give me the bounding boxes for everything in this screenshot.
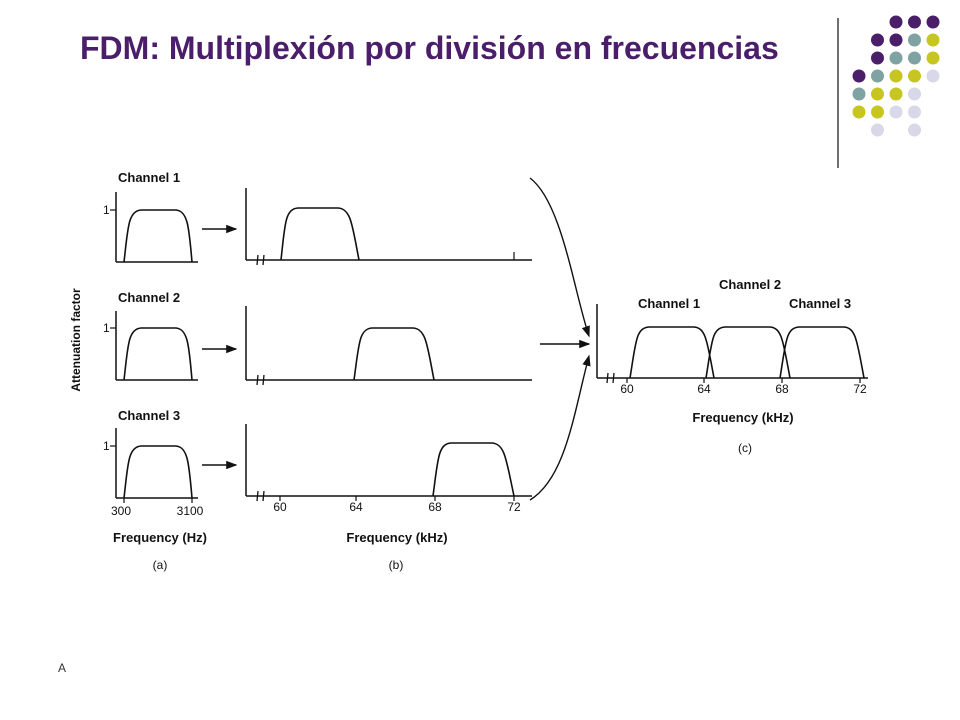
decorative-dot xyxy=(908,15,921,29)
panel-b-xlabel: Frequency (kHz) xyxy=(346,530,447,545)
panel-b-row-1 xyxy=(245,188,532,266)
panel-b-row1-band xyxy=(280,207,360,261)
decorative-dot xyxy=(908,33,921,47)
panel-a-channel-1: Channel 1 1 xyxy=(103,170,198,263)
panel-c-tick-72: 72 xyxy=(853,382,867,396)
panel-b-row-3: 60 64 68 72 xyxy=(245,424,532,514)
panel-c-caption: (c) xyxy=(738,441,752,455)
panel-a-row2-band xyxy=(123,327,193,381)
decorative-dot xyxy=(871,105,884,119)
panel-a-channel-2-label: Channel 2 xyxy=(118,290,180,305)
panel-b-row2-band xyxy=(353,327,435,381)
decorative-dot xyxy=(926,69,940,83)
panel-c: Channel 2 Channel 1 Channel 3 60 64 68 7… xyxy=(596,277,868,455)
decorative-dot xyxy=(889,69,903,83)
panel-b-row3-band xyxy=(432,442,515,497)
panel-c-tick-60: 60 xyxy=(620,382,634,396)
decorative-dot xyxy=(852,69,866,83)
panel-c-tick-68: 68 xyxy=(775,382,789,396)
panel-b-row1-axis-break xyxy=(256,254,265,266)
decorative-dot xyxy=(889,33,903,47)
decorative-dot xyxy=(871,69,884,83)
panel-a-xlabel: Frequency (Hz) xyxy=(113,530,207,545)
decorative-dot xyxy=(889,51,903,65)
decorative-dot xyxy=(889,105,903,119)
panel-a-tick-300: 300 xyxy=(111,504,131,518)
panel-a: Channel 1 1 Channel 2 1 Channel 3 1 xyxy=(103,170,207,572)
y-axis-label: Attenuation factor xyxy=(69,288,83,392)
panel-a-channel-2: Channel 2 1 xyxy=(103,290,198,381)
panel-b-row-2 xyxy=(245,306,532,386)
combine-arrow-top xyxy=(529,177,590,338)
panel-a-row2-tick-label: 1 xyxy=(103,321,110,335)
panel-c-axis-break xyxy=(606,372,615,384)
panel-c-channel-2-label: Channel 2 xyxy=(719,277,781,292)
decorative-dot xyxy=(908,105,921,119)
slide-title: FDM: Multiplexión por división en frecue… xyxy=(80,30,779,66)
decorative-dot xyxy=(908,87,921,101)
decorative-dot xyxy=(871,123,884,137)
panel-b-caption: (b) xyxy=(389,558,404,572)
panel-a-row1-tick-label: 1 xyxy=(103,203,110,217)
decorative-dot xyxy=(908,69,921,83)
combine-arrow-bottom xyxy=(529,354,591,501)
slide-footer: A xyxy=(58,661,67,675)
decorative-dot xyxy=(852,105,866,119)
panel-c-band-2 xyxy=(705,326,791,379)
decorative-dot xyxy=(871,33,884,47)
panel-a-tick-3100: 3100 xyxy=(177,504,204,518)
decorative-dot xyxy=(908,123,921,137)
decorative-dot xyxy=(852,87,866,101)
panel-b-tick-64: 64 xyxy=(349,500,363,514)
panel-c-xlabel: Frequency (kHz) xyxy=(692,410,793,425)
panel-b-tick-72: 72 xyxy=(507,500,521,514)
panel-b-row2-axis-break xyxy=(256,374,265,386)
decorative-dot-grid xyxy=(837,15,940,168)
decorative-dot xyxy=(871,87,884,101)
panel-c-channel-1-label: Channel 1 xyxy=(638,296,700,311)
panel-a-channel-3-label: Channel 3 xyxy=(118,408,180,423)
panel-a-row1-band xyxy=(123,209,193,263)
panel-a-channel-1-label: Channel 1 xyxy=(118,170,180,185)
panel-a-row3-tick-label: 1 xyxy=(103,439,110,453)
panel-b-tick-60: 60 xyxy=(273,500,287,514)
modulation-arrows xyxy=(202,224,238,470)
combining-arrows xyxy=(529,177,591,501)
panel-a-channel-3: Channel 3 1 300 3100 xyxy=(103,408,204,518)
panel-c-band-3 xyxy=(779,326,865,379)
panel-c-band-1 xyxy=(629,326,715,379)
dot-grid xyxy=(852,15,940,137)
panel-a-row3-band xyxy=(123,445,193,499)
panel-b-tick-68: 68 xyxy=(428,500,442,514)
decorative-dot xyxy=(871,51,884,65)
panel-c-tick-64: 64 xyxy=(697,382,711,396)
panel-b-row3-axis-break xyxy=(256,490,265,502)
decorative-dot xyxy=(889,87,903,101)
panel-c-channel-3-label: Channel 3 xyxy=(789,296,851,311)
decorative-dot xyxy=(926,15,940,29)
decorative-dot xyxy=(908,51,921,65)
panel-a-caption: (a) xyxy=(153,558,168,572)
decorative-dot xyxy=(926,51,940,65)
panel-b: 60 64 68 72 Frequency (kHz) (b) xyxy=(245,188,532,572)
decorative-dot xyxy=(926,33,940,47)
decorative-dot xyxy=(889,15,903,29)
